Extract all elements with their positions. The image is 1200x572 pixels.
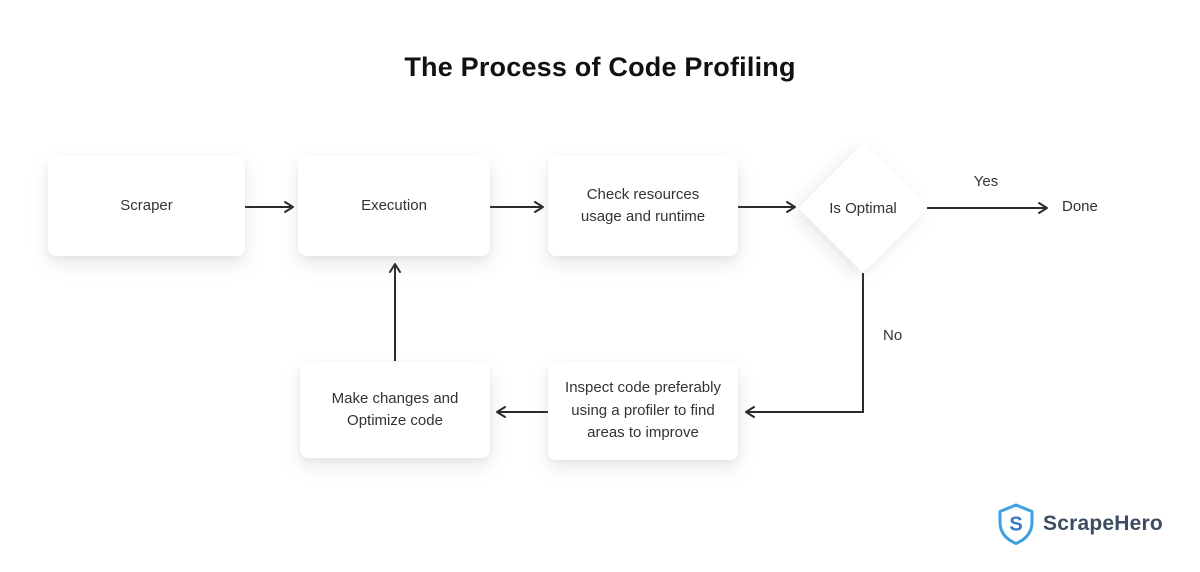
edge-label-no: No [883,327,903,344]
edge-decision-inspect-no [745,273,864,418]
page-title: The Process of Code Profiling [404,52,796,82]
node-check-resources: Check resources usage and runtime [548,156,738,256]
node-inspect-code-label: Inspect code preferably using a profiler… [565,379,721,442]
shield-s-icon: S [998,503,1034,545]
node-execution-label: Execution [361,196,427,214]
node-execution: Execution [298,156,490,256]
shield-letter: S [1009,514,1022,536]
node-scraper: Scraper [48,156,245,256]
node-optimize-code-label: Make changes and Optimize code [331,389,459,430]
node-inspect-code: Inspect code preferably using a profiler… [548,362,738,460]
node-is-optimal: Is Optimal [797,142,929,274]
edge-label-yes: Yes [973,173,999,190]
node-optimize-code: Make changes and Optimize code [300,362,490,458]
node-is-optimal-label: Is Optimal [829,199,897,217]
node-scraper-label: Scraper [120,196,173,214]
scrapehero-logo: S ScrapeHero [997,503,1163,545]
node-check-resources-label: Check resources usage and runtime [580,185,706,226]
node-done-label: Done [1062,198,1098,215]
brand-name: ScrapeHero [1043,512,1163,535]
